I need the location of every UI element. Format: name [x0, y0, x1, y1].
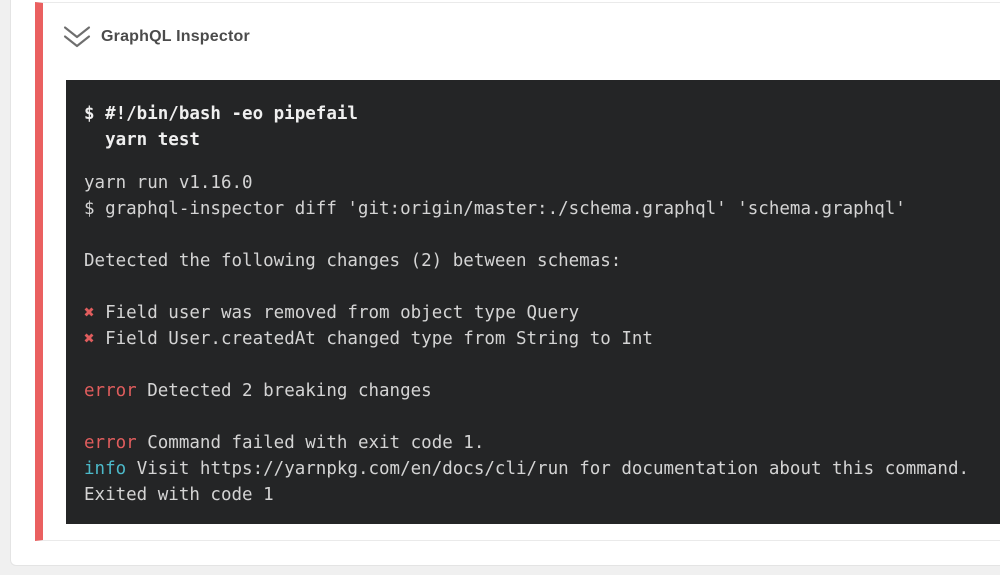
terminal-line: $ graphql-inspector diff 'git:origin/mas… — [84, 196, 1000, 222]
terminal-segment: Detected 2 breaking changes — [136, 381, 432, 401]
terminal-line: info Visit https://yarnpkg.com/en/docs/c… — [84, 456, 1000, 482]
terminal-segment: Visit https://yarnpkg.com/en/docs/cli/ru… — [126, 459, 970, 479]
terminal-line — [84, 404, 1000, 430]
terminal-segment-red: ✖ — [84, 329, 106, 349]
terminal-line — [84, 274, 1000, 300]
terminal-line: ✖ Field User.createdAt changed type from… — [84, 326, 1000, 352]
terminal-segment: $ graphql-inspector diff 'git:origin/mas… — [84, 199, 906, 219]
terminal-line: Exited with code 1 — [84, 482, 1000, 508]
step-title: GraphQL Inspector — [101, 28, 250, 45]
terminal-output: $ #!/bin/bash -eo pipefail yarn test yar… — [66, 80, 1000, 524]
terminal-command-block: $ #!/bin/bash -eo pipefail yarn test — [84, 101, 1000, 153]
chevrons-down-icon[interactable] — [62, 25, 92, 49]
terminal-command-line: yarn test — [84, 130, 200, 150]
terminal-segment: Exited with code 1 — [84, 485, 274, 505]
terminal-line: Detected the following changes (2) betwe… — [84, 248, 1000, 274]
build-output-panel: GraphQL Inspector $ #!/bin/bash -eo pipe… — [10, 0, 1000, 566]
terminal-segment: Detected the following changes (2) betwe… — [84, 251, 622, 271]
terminal-segment: Field user was removed from object type … — [105, 303, 580, 323]
terminal-line: ✖ Field user was removed from object typ… — [84, 300, 1000, 326]
terminal-line — [84, 352, 1000, 378]
terminal-line: yarn run v1.16.0 — [84, 170, 1000, 196]
terminal-segment-red: ✖ — [84, 303, 106, 323]
terminal-line — [84, 222, 1000, 248]
terminal-segment: Field User.createdAt changed type from S… — [105, 329, 653, 349]
step-header[interactable]: GraphQL Inspector — [62, 25, 1000, 49]
terminal-segment: Command failed with exit code 1. — [136, 433, 485, 453]
terminal-segment-cyan: info — [84, 459, 127, 479]
step-card: GraphQL Inspector $ #!/bin/bash -eo pipe… — [35, 2, 1000, 541]
terminal-line: error Command failed with exit code 1. — [84, 430, 1000, 456]
terminal-segment: yarn run v1.16.0 — [84, 173, 253, 193]
terminal-segment-red: error — [84, 433, 137, 453]
terminal-command-line: $ #!/bin/bash -eo pipefail — [84, 104, 358, 124]
terminal-output-block: yarn run v1.16.0 $ graphql-inspector diff… — [84, 170, 1000, 508]
terminal-line: error Detected 2 breaking changes — [84, 378, 1000, 404]
terminal-segment-red: error — [84, 381, 137, 401]
